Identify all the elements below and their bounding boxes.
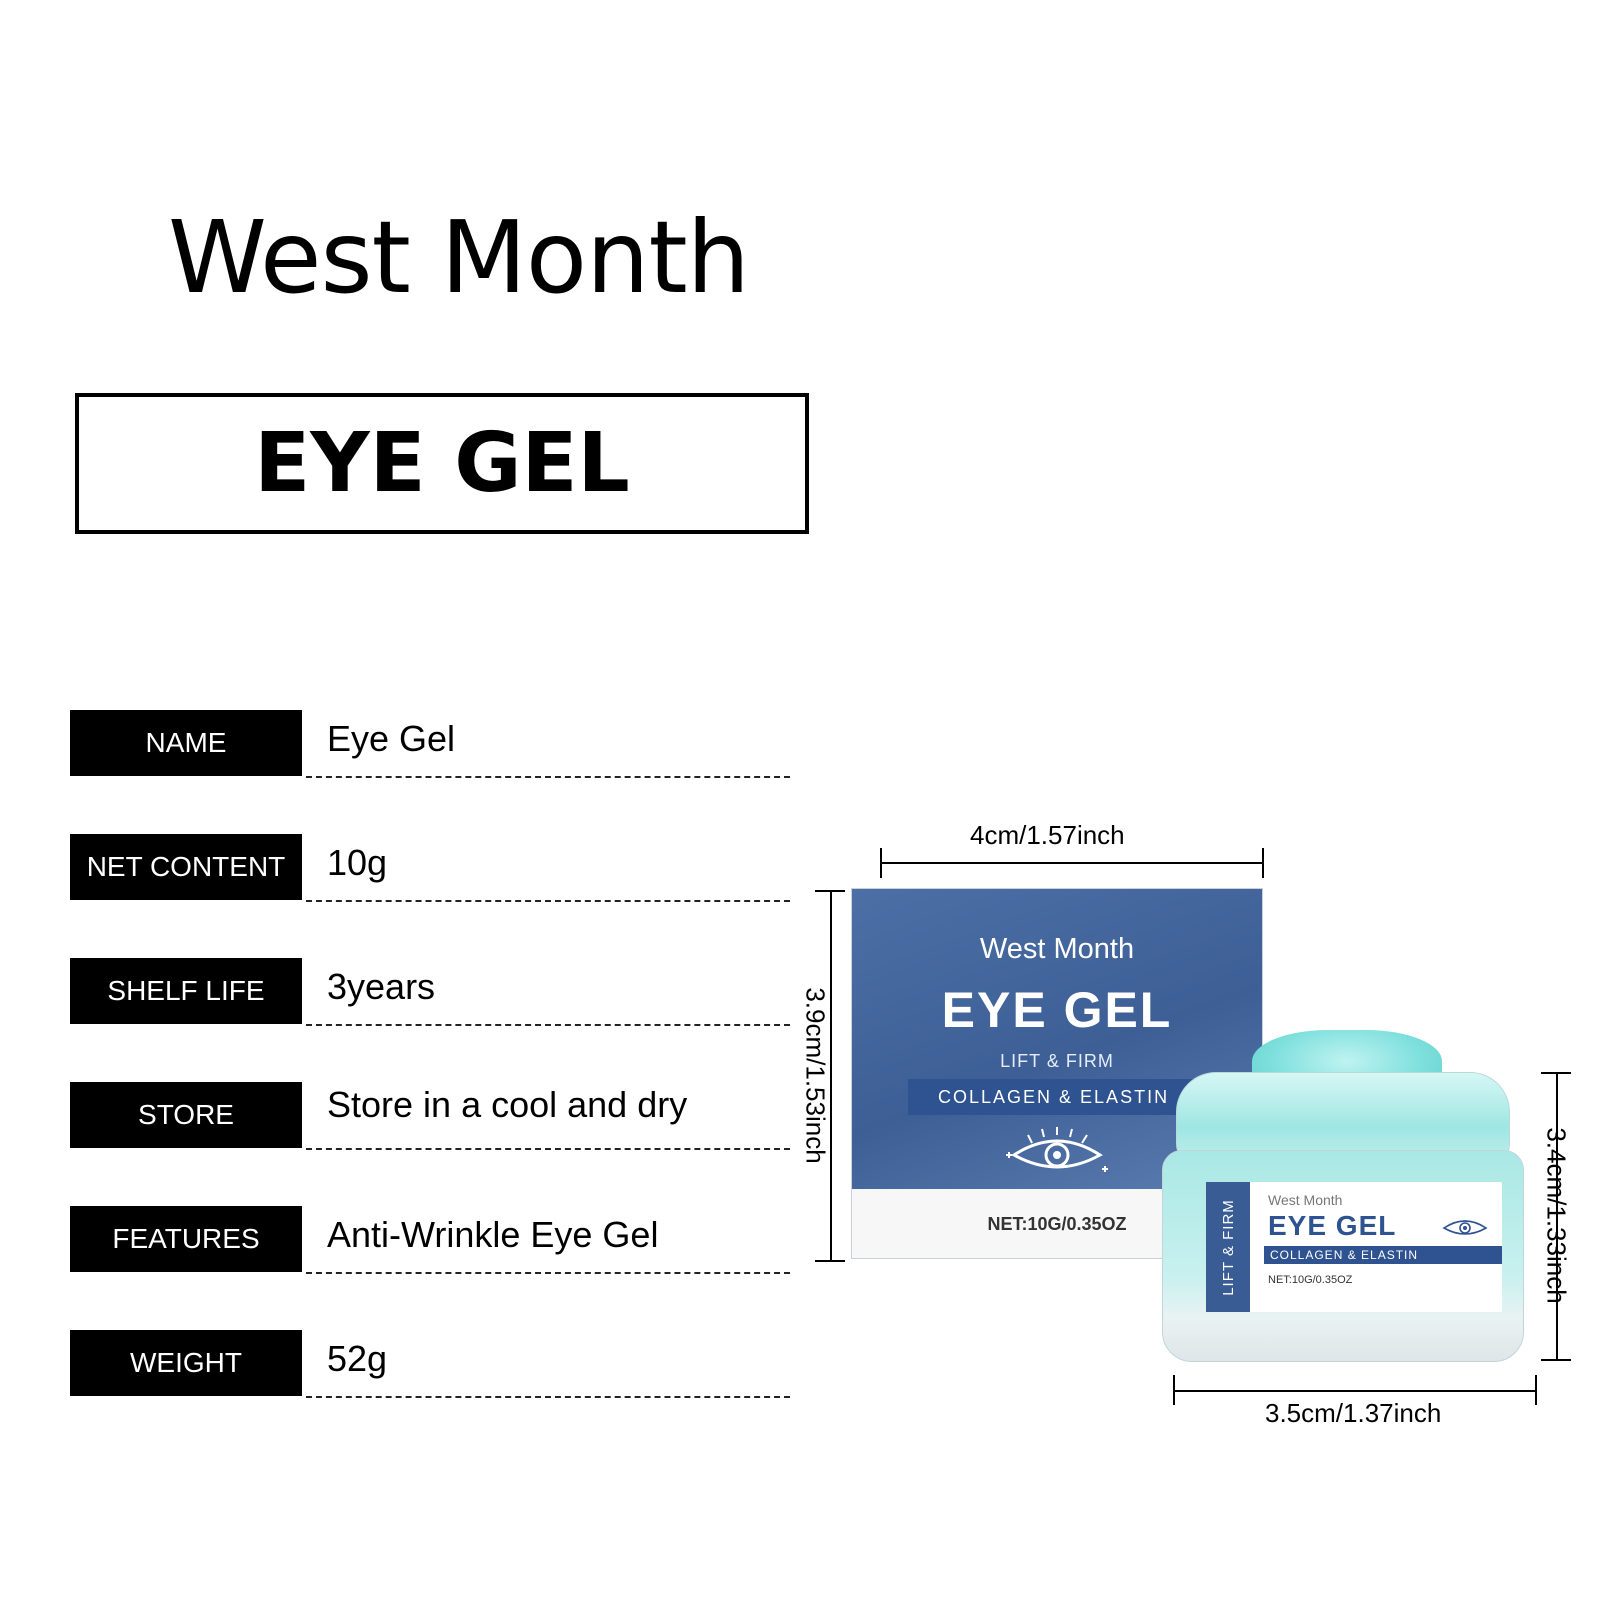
gel-jar: LIFT & FIRM West Month EYE GEL COLLAGEN … [1156,1030,1528,1362]
dimension-tick [815,890,845,892]
product-title-box: EYE GEL [75,393,809,534]
spec-label: STORE [70,1082,302,1148]
jar-net: NET:10G/0.35OZ [1268,1274,1353,1286]
spec-label: FEATURES [70,1206,302,1272]
package-net: NET:10G/0.35OZ [987,1214,1127,1234]
jar-brand: West Month [1268,1192,1343,1208]
box-height-line [830,890,832,1260]
brand-name: West Month [168,199,750,316]
product-title: EYE GEL [254,416,630,511]
spec-label: WEIGHT [70,1330,302,1396]
dashed-divider [306,1024,790,1026]
jar-height-label: 3.4cm/1.33inch [1541,1127,1572,1304]
dimension-tick [1541,1359,1571,1361]
jar-width-label: 3.5cm/1.37inch [1265,1398,1442,1428]
spec-value: 10g [327,842,388,883]
jar-width-line [1173,1390,1535,1392]
dashed-divider [306,900,790,902]
spec-row-features: FEATURES Anti-Wrinkle Eye Gel [70,1206,790,1276]
box-height-label: 3.9cm/1.53inch [800,987,831,1164]
spec-row-store: STORE Store in a cool and dry [70,1082,790,1152]
jar-side-text: LIFT & FIRM [1219,1198,1237,1296]
jar-band: COLLAGEN & ELASTIN [1264,1246,1502,1264]
box-width-label: 4cm/1.57inch [970,820,1125,850]
spec-label: SHELF LIFE [70,958,302,1024]
dimension-tick [1262,848,1264,878]
spec-row-shelf-life: SHELF LIFE 3years [70,958,790,1028]
spec-row-net-content: NET CONTENT 10g [70,834,790,904]
dimension-tick [880,848,882,878]
jar-label: LIFT & FIRM West Month EYE GEL COLLAGEN … [1206,1182,1502,1312]
eye-icon [1442,1220,1488,1235]
dashed-divider [306,1148,790,1150]
spec-label: NAME [70,710,302,776]
jar-neck [1176,1072,1510,1164]
dashed-divider [306,776,790,778]
dimension-tick [1541,1072,1571,1074]
spec-label: NET CONTENT [70,834,302,900]
eye-icon [1006,1127,1108,1172]
dashed-divider [306,1396,790,1398]
spec-value: 3years [327,966,436,1007]
spec-value: 52g [327,1338,388,1379]
box-width-line [880,862,1262,864]
spec-row-weight: WEIGHT 52g [70,1330,790,1400]
dimension-tick [1173,1375,1175,1405]
spec-value: Store in a cool and dry [327,1084,688,1125]
jar-height-line [1556,1072,1558,1359]
spec-row-name: NAME Eye Gel [70,710,790,780]
package-title: EYE GEL [941,982,1173,1038]
jar-side-stripe: LIFT & FIRM [1206,1182,1250,1312]
spec-value: Anti-Wrinkle Eye Gel [327,1214,659,1255]
dimension-tick [1535,1375,1537,1405]
package-brand: West Month [979,933,1135,965]
package-tagline: LIFT & FIRM [1000,1051,1114,1071]
dashed-divider [306,1272,790,1274]
spec-value: Eye Gel [327,718,456,759]
jar-title: EYE GEL [1268,1210,1397,1241]
dimension-tick [815,1260,845,1262]
